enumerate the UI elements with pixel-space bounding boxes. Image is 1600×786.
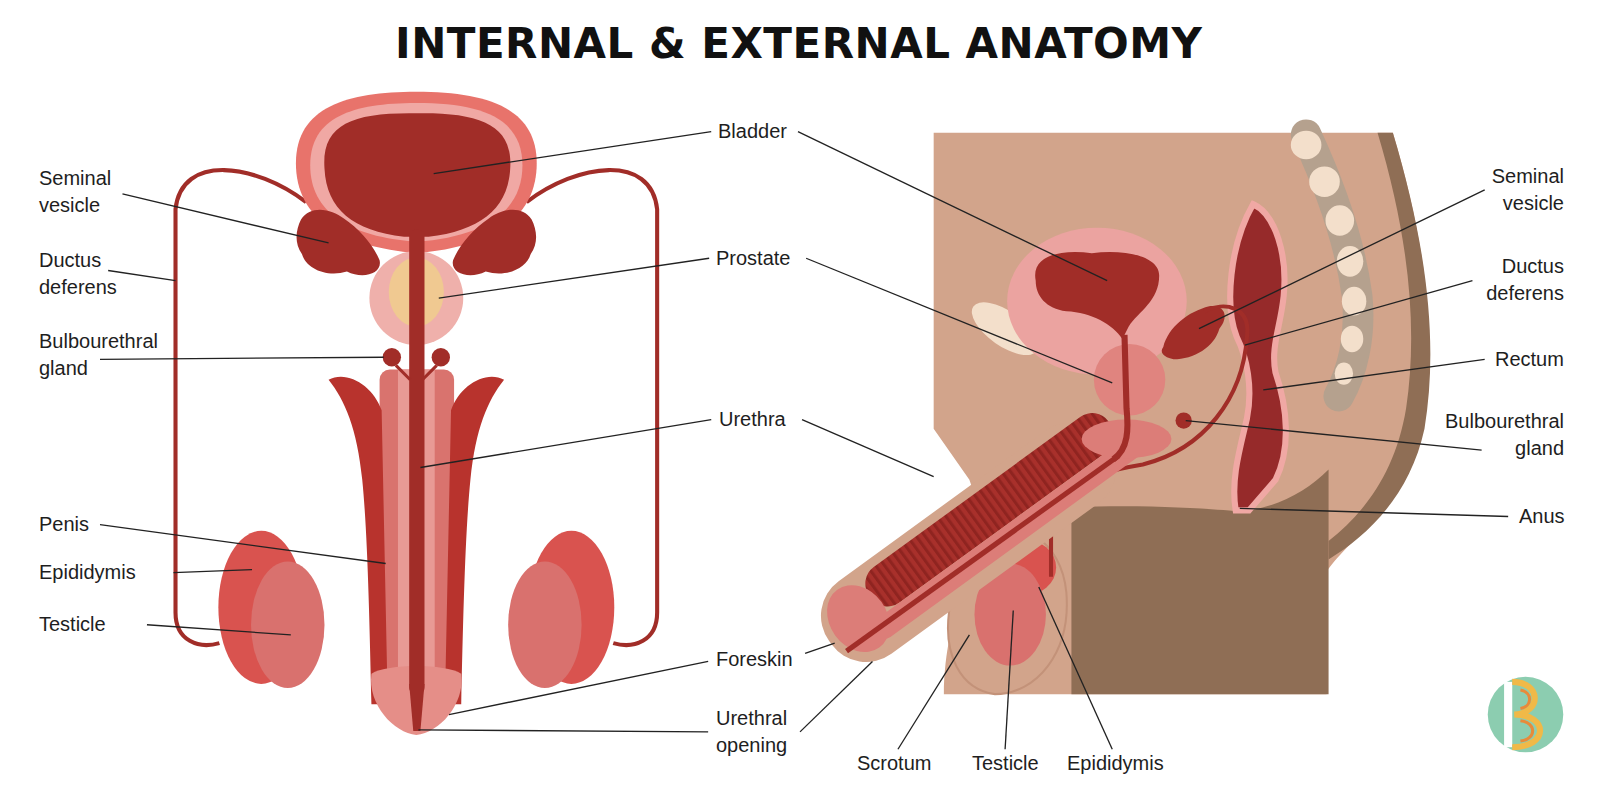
leader-line <box>1039 587 1112 749</box>
bladder-shape <box>1007 228 1187 375</box>
leg-shape <box>1071 470 1328 695</box>
leader-line <box>108 271 175 281</box>
leader-line <box>805 643 835 653</box>
penis-shape <box>804 405 1133 679</box>
part-label: Epididymis <box>39 559 136 586</box>
logo-icon <box>1488 677 1564 753</box>
testicle-shape <box>218 531 614 688</box>
urethra-shape <box>409 230 424 731</box>
leader-line <box>100 132 1508 750</box>
spine-shape <box>1335 362 1353 384</box>
front-view <box>176 92 658 735</box>
bladder-shape <box>1035 252 1159 339</box>
spine-shape <box>1341 326 1363 353</box>
leader-line <box>122 194 328 243</box>
leader-line <box>1186 421 1482 451</box>
penis-shape <box>445 377 504 705</box>
part-label: Penis <box>39 511 89 538</box>
urethra-shape <box>409 684 424 731</box>
body-shape <box>934 133 1430 694</box>
seminal-vesicle-shape <box>297 210 380 276</box>
part-label: Ductus deferens <box>1462 253 1564 307</box>
bulbourethral-gland-shape <box>422 365 436 379</box>
leader-line <box>898 635 969 749</box>
leader-line <box>798 132 1107 281</box>
rectum-shape <box>1230 204 1286 510</box>
part-label: Urethral opening <box>716 705 818 759</box>
part-label: Foreskin <box>716 646 793 673</box>
logo-icon <box>1520 690 1532 741</box>
bulbourethral-gland-shape <box>383 348 450 380</box>
leader-line <box>1240 508 1508 516</box>
part-label: Testicle <box>972 750 1039 777</box>
bulbourethral-gland-shape <box>383 348 401 366</box>
spine-shape <box>1326 205 1355 236</box>
leader-line <box>806 258 1112 383</box>
penis-shape <box>847 440 1139 653</box>
leader-line <box>173 570 252 573</box>
leader-line <box>434 132 712 174</box>
side-view <box>804 131 1430 694</box>
part-label: Bulbourethral gland <box>39 328 182 382</box>
leader-line <box>1263 359 1484 390</box>
part-label: Prostate <box>716 245 790 272</box>
leader-line <box>420 420 711 468</box>
logo-icon <box>1488 677 1564 753</box>
part-label: Anus <box>1519 503 1565 530</box>
part-label: Testicle <box>39 611 106 638</box>
spine-shape <box>1291 131 1322 160</box>
leader-line <box>449 661 708 714</box>
leader-line <box>1245 281 1473 345</box>
part-label: Seminal vesicle <box>1462 163 1564 217</box>
seminal-vesicle-shape <box>453 210 536 276</box>
part-label: Scrotum <box>857 750 931 777</box>
leader-line <box>439 258 709 298</box>
part-label: Epididymis <box>1067 750 1164 777</box>
part-label: Seminal vesicle <box>39 165 141 219</box>
leader-line <box>802 420 934 477</box>
testicle-shape <box>508 561 581 688</box>
leader-line <box>1199 190 1485 329</box>
bladder-shape <box>324 113 510 237</box>
part-label: Bladder <box>718 118 787 145</box>
logo-icon <box>1512 682 1540 747</box>
testicle-shape <box>251 561 324 688</box>
urethra-shape <box>409 230 424 694</box>
spine-shape <box>1291 131 1367 396</box>
penis-shape <box>329 377 388 705</box>
bladder-shape <box>1007 228 1187 375</box>
leader-line <box>800 661 872 731</box>
leader-line <box>100 357 384 359</box>
logo-icon <box>1504 682 1512 747</box>
leader-line <box>147 625 291 635</box>
part-label: Urethra <box>719 406 786 433</box>
leader-line <box>100 525 386 564</box>
seminal-vesicle-shape <box>1162 306 1225 359</box>
spine-shape <box>1309 166 1340 197</box>
diagram-title: INTERNAL & EXTERNAL ANATOMY <box>395 20 1203 68</box>
part-label: Rectum <box>1495 346 1564 373</box>
urethra-shape <box>1113 335 1127 460</box>
part-label: Ductus deferens <box>39 247 141 301</box>
part-label: Bulbourethral gland <box>1421 408 1564 462</box>
leader-line <box>1005 610 1013 749</box>
bulbourethral-gland-shape <box>432 348 450 366</box>
rectum-shape <box>1230 204 1286 510</box>
leader-line <box>418 730 708 732</box>
bulbourethral-gland-shape <box>396 365 410 379</box>
